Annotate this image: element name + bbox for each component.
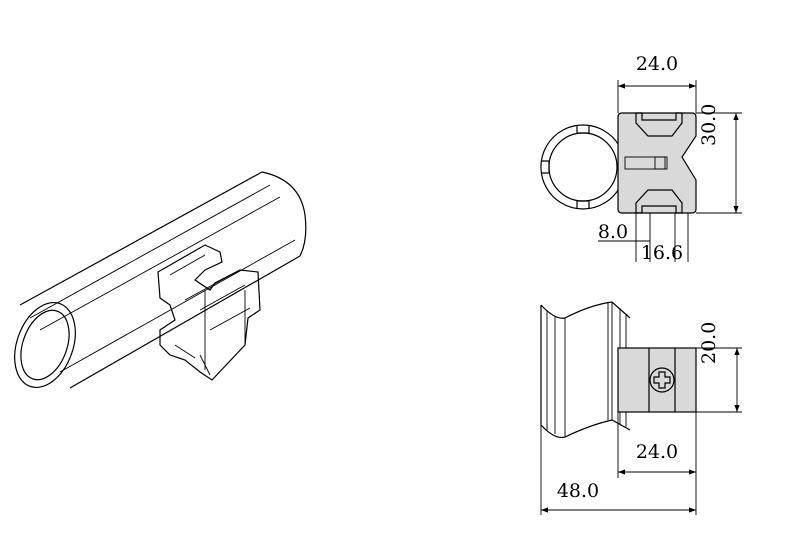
dim-block-width-24: 24.0: [636, 441, 678, 463]
dim-height-30: 30.0: [698, 104, 720, 146]
pipe-bore: [548, 132, 618, 202]
pipe-profile: [540, 124, 626, 210]
connector-body: [617, 112, 697, 214]
isometric-pipe-joint: [14, 171, 307, 389]
dim-width-24: 24.0: [636, 53, 678, 75]
screw-icon: [649, 367, 675, 393]
connector-block: [617, 347, 697, 413]
dim-height-20: 20.0: [698, 322, 720, 364]
section-view: 24.0 30.0 8.0 16.6: [540, 53, 742, 264]
dim-slot-width-16-6: 16.6: [641, 242, 683, 264]
pipe: [14, 171, 307, 389]
side-view: 20.0 24.0 48.0: [540, 301, 742, 515]
dim-overall-width-48: 48.0: [557, 480, 599, 502]
clamp: [157, 244, 261, 381]
pipe-side: [540, 301, 631, 439]
dim-slot-offset-8: 8.0: [598, 221, 628, 243]
